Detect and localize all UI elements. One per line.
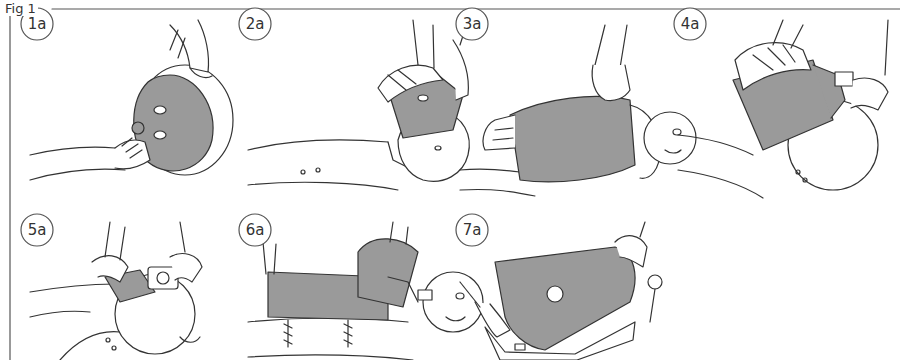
step-7a-drawing — [460, 222, 662, 360]
callout-number: 1a — [28, 17, 47, 32]
callout-circle: 6a — [238, 213, 272, 247]
figure-label: Fig 1 — [3, 1, 38, 16]
callout-number: 4a — [681, 17, 700, 32]
callout-number: 3a — [463, 17, 482, 32]
callout-number: 6a — [246, 223, 265, 238]
callout-number: 5a — [28, 223, 47, 238]
callout-circle: 5a — [20, 213, 54, 247]
callout-number: 2a — [246, 17, 265, 32]
callout-circle: 2a — [238, 7, 272, 41]
step-2a-drawing — [248, 20, 469, 190]
step-4a-drawing — [678, 20, 888, 198]
callout-circle: 4a — [673, 7, 707, 41]
callout-number: 7a — [463, 223, 482, 238]
side-rule — [9, 16, 10, 360]
callout-circle: 3a — [455, 7, 489, 41]
callout-circle: 7a — [455, 213, 489, 247]
step-6a-drawing — [248, 222, 483, 360]
step-1a-drawing — [30, 20, 233, 180]
step-5a-drawing — [30, 222, 202, 360]
step-3a-drawing — [460, 25, 696, 196]
